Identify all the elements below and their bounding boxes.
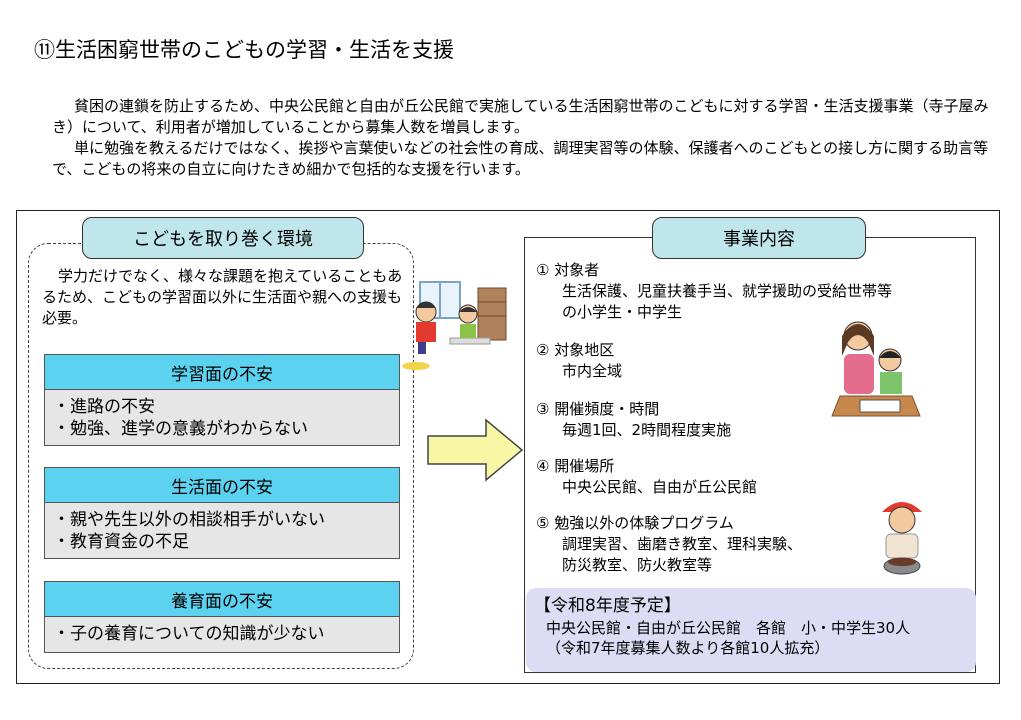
schedule-line: （令和7年度募集人数より各館10人拡充） xyxy=(546,639,830,657)
environment-description: 学力だけでなく、様々な課題を抱えていることもあるため、こどもの学習面以外に生活面… xyxy=(42,266,414,329)
program-item-experience: ⑤ 勉強以外の体験プログラム 調理実習、歯磨き教室、理科実験、 防災教室、防火教… xyxy=(536,513,802,576)
item-label: ④ 開催場所 xyxy=(536,457,615,475)
program-item-frequency: ③ 開催頻度・時間 毎週1回、2時間程度実施 xyxy=(536,399,731,441)
page-title: ⑪生活困窮世帯のこどもの学習・生活を支援 xyxy=(34,38,454,62)
program-item-area: ② 対象地区 市内全域 xyxy=(536,340,622,382)
list-item: ・進路の不安 xyxy=(53,397,155,417)
schedule-heading: 【令和8年度予定】 xyxy=(534,596,681,616)
children-studying-illustration xyxy=(402,281,507,370)
intro-text: 貧困の連鎖を防止するため、中央公民館と自由が丘公民館で実施している生活困窮世帯の… xyxy=(52,96,992,180)
list-item: ・勉強、進学の意義がわからない xyxy=(53,419,308,439)
tutor-illustration xyxy=(831,321,921,417)
upbringing-anxiety-header: 養育面の不安 xyxy=(44,581,400,617)
intro-paragraph-1: 貧困の連鎖を防止するため、中央公民館と自由が丘公民館で実施している生活困窮世帯の… xyxy=(52,97,989,136)
list-item: ・教育資金の不足 xyxy=(53,532,189,552)
learning-anxiety-header: 学習面の不安 xyxy=(44,354,400,390)
program-item-venue: ④ 開催場所 中央公民館、自由が丘公民館 xyxy=(536,456,757,498)
item-line: 市内全域 xyxy=(562,362,623,380)
schedule-line: 中央公民館・自由が丘公民館 各館 小・中学生30人 xyxy=(546,619,911,637)
item-line: 毎週1回、2時間程度実施 xyxy=(562,421,732,439)
intro-paragraph-2: 単に勉強を教えるだけではなく、挨拶や言葉使いなどの社会性の育成、調理実習等の体験… xyxy=(52,139,989,178)
item-line: 生活保護、児童扶養手当、就学援助の受給世帯等 xyxy=(562,282,893,300)
list-item: ・子の養育についての知識が少ない xyxy=(53,624,325,644)
upbringing-anxiety-body: ・子の養育についての知識が少ない xyxy=(44,617,400,653)
right-arrow-icon xyxy=(427,418,524,482)
cooking-illustration xyxy=(882,502,922,575)
item-line: 調理実習、歯磨き教室、理科実験、 xyxy=(562,535,803,553)
living-anxiety-header: 生活面の不安 xyxy=(44,467,400,503)
schedule-box: 【令和8年度予定】 中央公民館・自由が丘公民館 各館 小・中学生30人 （令和7… xyxy=(526,588,976,672)
living-anxiety-body: ・親や先生以外の相談相手がいない ・教育資金の不足 xyxy=(44,503,400,559)
item-label: ⑤ 勉強以外の体験プログラム xyxy=(536,514,734,532)
program-item-target: ① 対象者 生活保護、児童扶養手当、就学援助の受給世帯等 の小学生・中学生 xyxy=(536,260,892,323)
item-label: ③ 開催頻度・時間 xyxy=(536,400,660,418)
item-line: 防災教室、防火教室等 xyxy=(562,556,713,574)
list-item: ・親や先生以外の相談相手がいない xyxy=(53,510,325,530)
item-label: ② 対象地区 xyxy=(536,341,615,359)
main-frame xyxy=(16,210,1000,684)
program-heading: 事業内容 xyxy=(652,217,866,259)
learning-anxiety-body: ・進路の不安 ・勉強、進学の意義がわからない xyxy=(44,390,400,446)
environment-heading: こどもを取り巻く環境 xyxy=(82,217,364,259)
item-line: 中央公民館、自由が丘公民館 xyxy=(562,478,758,496)
environment-description-text: 学力だけでなく、様々な課題を抱えていることもあるため、こどもの学習面以外に生活面… xyxy=(42,267,403,327)
item-line: の小学生・中学生 xyxy=(562,303,683,321)
item-label: ① 対象者 xyxy=(536,261,600,279)
